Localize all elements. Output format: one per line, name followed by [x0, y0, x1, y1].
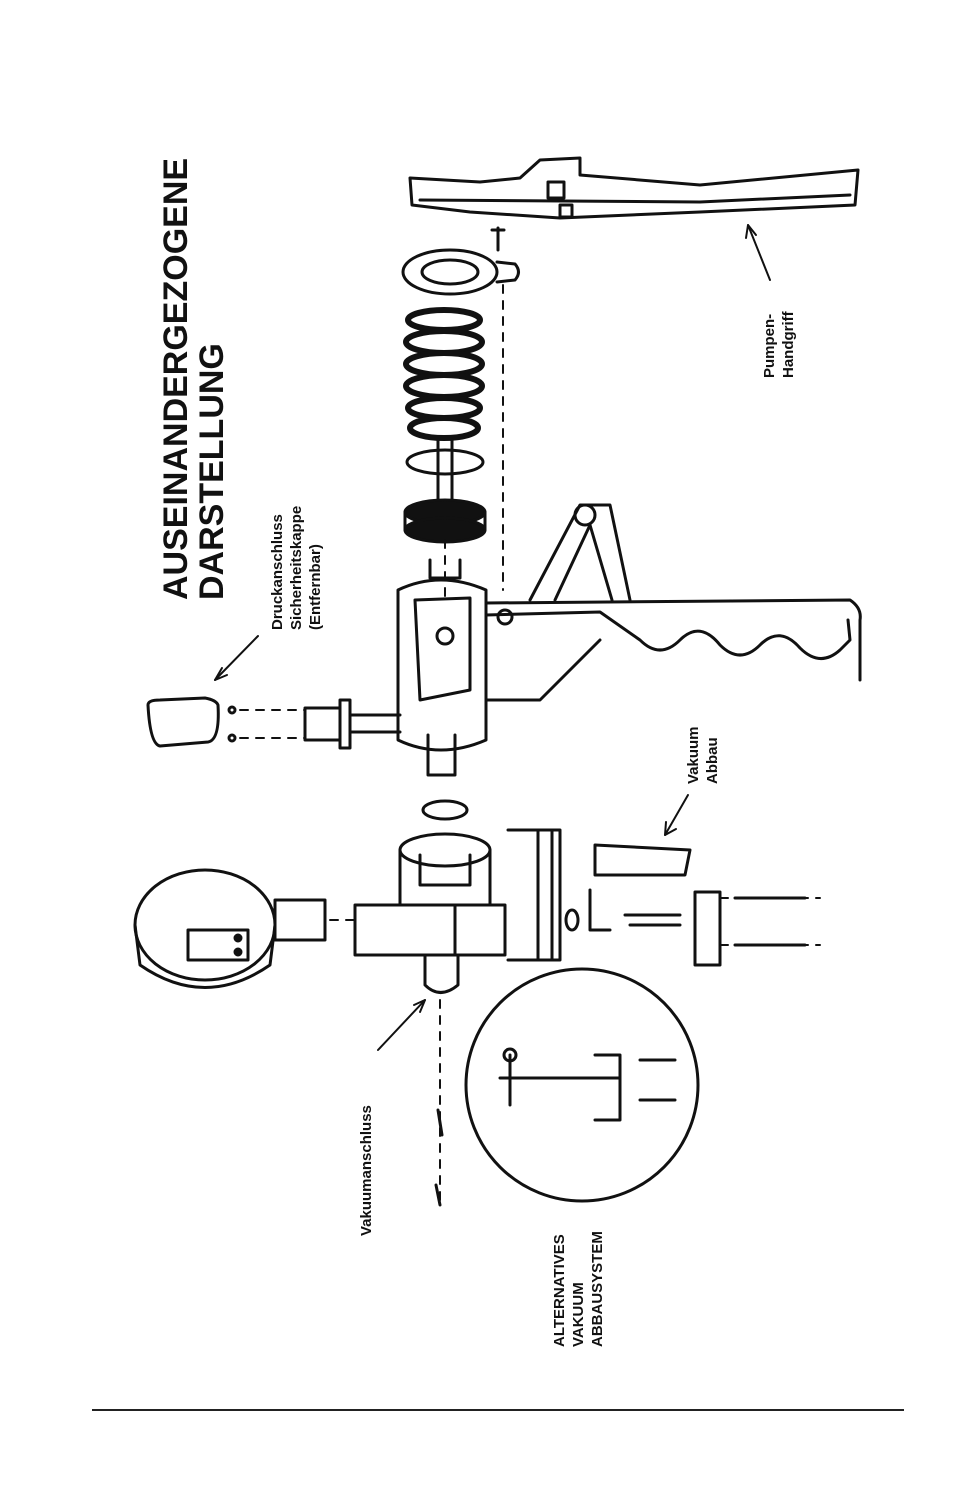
label-druckanschluss-line-2: Sicherheitskappe — [287, 506, 306, 630]
label-alternatives-line-3: ABBAUSYSTEM — [588, 1231, 607, 1347]
pump-handle-part — [410, 158, 858, 218]
title-line-2: DARSTELLUNG — [194, 158, 230, 600]
label-pumpen-line-2: Handgriff — [779, 311, 798, 378]
label-vakuum-abbau: Vakuum Abbau — [684, 726, 722, 784]
label-vakuum-abbau-line-1: Vakuum — [684, 726, 703, 784]
footer-rule — [92, 1409, 904, 1411]
diagram-title: AUSEINANDERGEZOGENE DARSTELLUNG — [158, 158, 230, 600]
label-druckanschluss-line-1: Druckanschluss — [268, 506, 287, 630]
vacuum-head-part — [355, 834, 505, 993]
label-alternatives-line-1: ALTERNATIVES — [550, 1231, 569, 1347]
label-vakuumanschluss-line-1: Vakuumanschluss — [357, 1105, 376, 1236]
pressure-cap-part — [148, 698, 400, 748]
title-line-1: AUSEINANDERGEZOGENE — [158, 158, 194, 600]
gauge-part — [135, 870, 325, 988]
label-pumpen-handgriff: Pumpen- Handgriff — [760, 311, 798, 378]
label-pumpen-line-1: Pumpen- — [760, 311, 779, 378]
alternative-system-circle — [466, 969, 698, 1201]
piston-part — [405, 500, 485, 542]
spring-part — [406, 310, 482, 438]
label-alternatives-system: ALTERNATIVES VAKUUM ABBAUSYSTEM — [550, 1231, 607, 1347]
label-vakuumanschluss: Vakuumanschluss — [357, 1105, 376, 1236]
pump-body-part — [398, 505, 860, 750]
label-druckanschluss: Druckanschluss Sicherheitskappe (Entfern… — [268, 506, 325, 630]
label-alternatives-line-2: VAKUUM — [569, 1231, 588, 1347]
label-vakuum-abbau-line-2: Abbau — [703, 726, 722, 784]
label-druckanschluss-line-3: (Entfernbar) — [306, 506, 325, 630]
pump-cap-part — [403, 250, 519, 294]
